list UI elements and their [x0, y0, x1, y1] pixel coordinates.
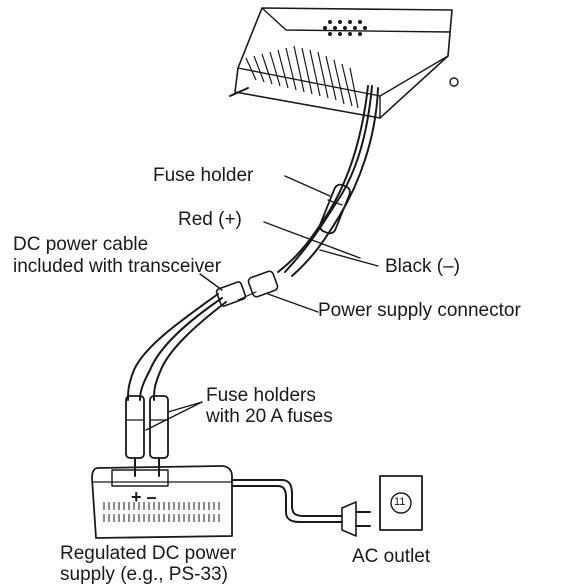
power-connector-pair — [215, 270, 279, 307]
label-red-plus: Red (+) — [178, 209, 242, 230]
label-supply-example: supply (e.g., PS-33) — [60, 564, 228, 585]
label-power-supply-connector: Power supply connector — [318, 300, 521, 321]
transceiver — [229, 7, 459, 119]
regulated-dc-power-supply — [91, 465, 233, 539]
outlet-mark: 11 — [394, 496, 406, 508]
label-black-minus: Black (–) — [385, 256, 460, 277]
psu-polarity-marks: + – — [131, 487, 157, 507]
label-included-with-transceiver: included with transceiver — [13, 256, 222, 277]
psu-fuse-holders — [125, 395, 169, 477]
psu-vents — [103, 502, 220, 522]
speaker-grille — [323, 20, 367, 36]
label-with-20a-fuses: with 20 A fuses — [206, 406, 333, 427]
dc-power-cable — [127, 293, 227, 401]
heatsink-fins — [245, 45, 359, 109]
label-regulated-dc-power: Regulated DC power — [60, 543, 237, 564]
ac-outlet — [379, 475, 423, 531]
label-ac-outlet: AC outlet — [352, 546, 431, 567]
ac-cord — [231, 479, 371, 537]
transceiver-cable — [277, 85, 379, 277]
label-fuse-holders: Fuse holders — [206, 385, 316, 406]
leader-lines — [145, 175, 379, 431]
label-dc-power-cable: DC power cable — [13, 234, 149, 255]
label-fuse-holder: Fuse holder — [153, 165, 254, 186]
inline-fuse-holder — [319, 183, 351, 235]
